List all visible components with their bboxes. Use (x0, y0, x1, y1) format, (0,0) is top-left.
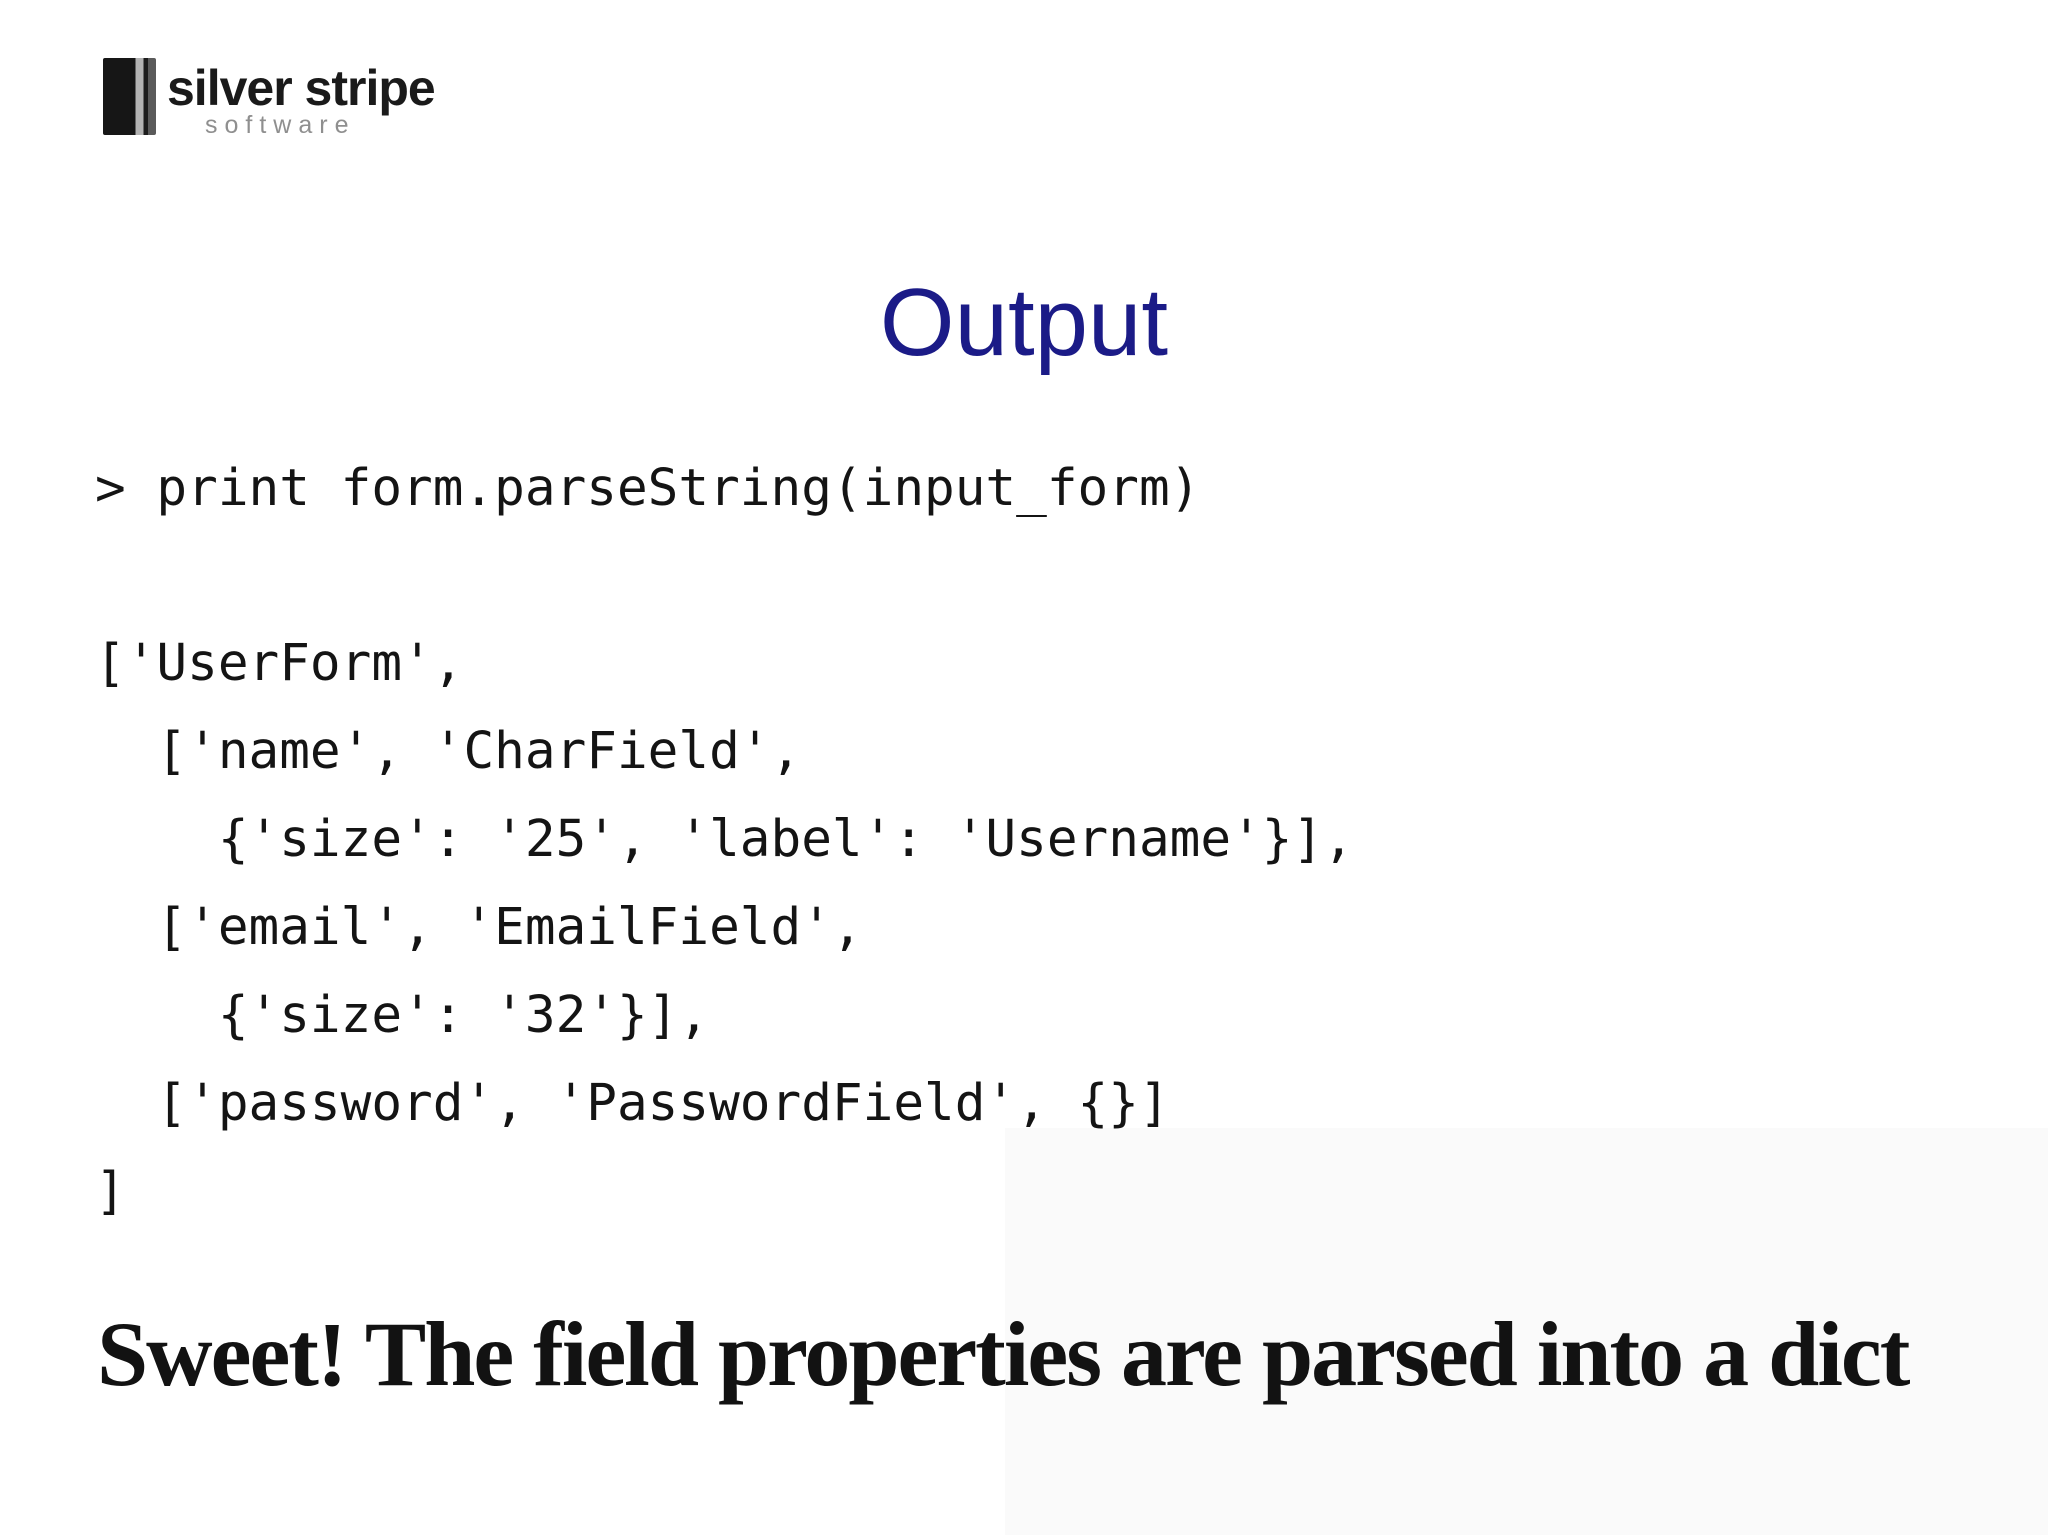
background-tint (1005, 1128, 2048, 1535)
logo-mark-icon (103, 58, 156, 135)
logo-text: silver stripe software (167, 58, 436, 139)
statement-text: Sweet! The field properties are parsed i… (97, 1303, 1910, 1405)
silverstripe-logo: silver stripe software (103, 58, 436, 139)
code-prompt-line: > print form.parseString(input_form) (95, 459, 1201, 518)
logo-brand-name: silver stripe (167, 60, 436, 116)
code-output-block: ['UserForm', ['name', 'CharField', {'siz… (95, 634, 1354, 1221)
slide-title: Output (879, 269, 1169, 376)
logo-subtitle: software (205, 111, 356, 139)
